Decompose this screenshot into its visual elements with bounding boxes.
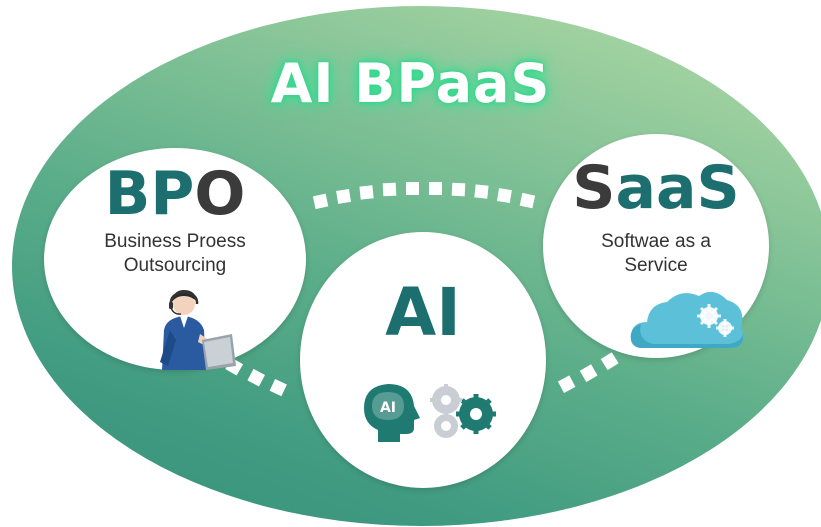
bpo-circle: BPO Business Proess Outsourcing: [44, 148, 306, 370]
diagram-title: AI BPaaS: [270, 52, 551, 115]
bpo-title: BPO: [44, 164, 306, 224]
connector-dot: [312, 193, 329, 210]
saas-circle: SaaS Softwae as a Service: [543, 134, 769, 358]
connector-dot: [579, 364, 598, 383]
bpo-subtitle-line2: Outsourcing: [123, 255, 227, 276]
ai-circle: AI AI: [300, 232, 546, 488]
connector-dot: [336, 188, 352, 204]
bpo-subtitle-line1: Business Proess: [104, 231, 246, 252]
saas-title-aas: aaS: [615, 153, 740, 223]
connector-dot: [557, 375, 576, 393]
operator-at-laptop-icon: [160, 290, 236, 370]
connector-dot: [474, 184, 489, 199]
gears-icon: [430, 384, 496, 438]
saas-title-s: S: [572, 153, 616, 223]
connector-dot: [359, 185, 374, 200]
connector-dot: [382, 182, 397, 197]
saas-subtitle: Softwae as a Service: [543, 230, 769, 278]
connector-dot: [496, 188, 512, 204]
saas-subtitle-line2: Service: [624, 255, 688, 276]
connector-dot: [519, 192, 536, 209]
bpo-title-bp: BP: [104, 159, 195, 229]
bpo-subtitle: Business Proess Outsourcing: [44, 230, 306, 278]
connector-dot: [406, 182, 419, 195]
ai-brain-label: AI: [380, 400, 396, 416]
connector-dot: [429, 182, 442, 195]
connector-dot: [269, 379, 287, 397]
ai-title: AI: [385, 274, 461, 351]
connector-dot: [600, 352, 619, 371]
saas-title: SaaS: [543, 158, 769, 218]
ai-brain-head-icon: AI: [364, 384, 420, 442]
saas-subtitle-line1: Softwae as a: [601, 231, 711, 252]
connector-dot: [247, 368, 265, 387]
cloud-gears-icon: [630, 291, 744, 348]
connector-dot: [451, 182, 466, 197]
bpo-title-o: O: [194, 159, 246, 229]
